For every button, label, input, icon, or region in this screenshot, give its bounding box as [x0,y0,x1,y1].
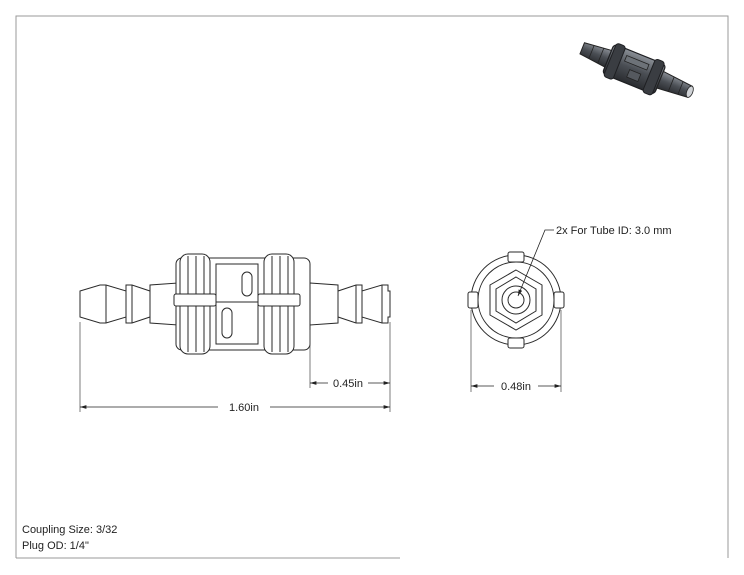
end-width-dimension: 0.48in [471,381,561,393]
coupling-size-note: Coupling Size: 3/32 [22,524,118,536]
overall-length-dimension: 1.60in [80,402,390,414]
sheet-border [15,15,729,559]
callout-leader [517,229,554,297]
barb-length-label: 0.45in [333,378,363,390]
end-view [467,251,565,349]
overall-length-label: 1.60in [229,402,259,414]
isometric-view [579,42,694,98]
side-view [79,253,391,355]
extension-lines [79,310,562,412]
plug-od-note: Plug OD: 1/4" [22,540,89,552]
barb-length-dimension: 0.45in [310,378,390,390]
tube-callout-text: 2x For Tube ID: 3.0 mm [556,225,672,237]
end-width-label: 0.48in [501,381,531,393]
